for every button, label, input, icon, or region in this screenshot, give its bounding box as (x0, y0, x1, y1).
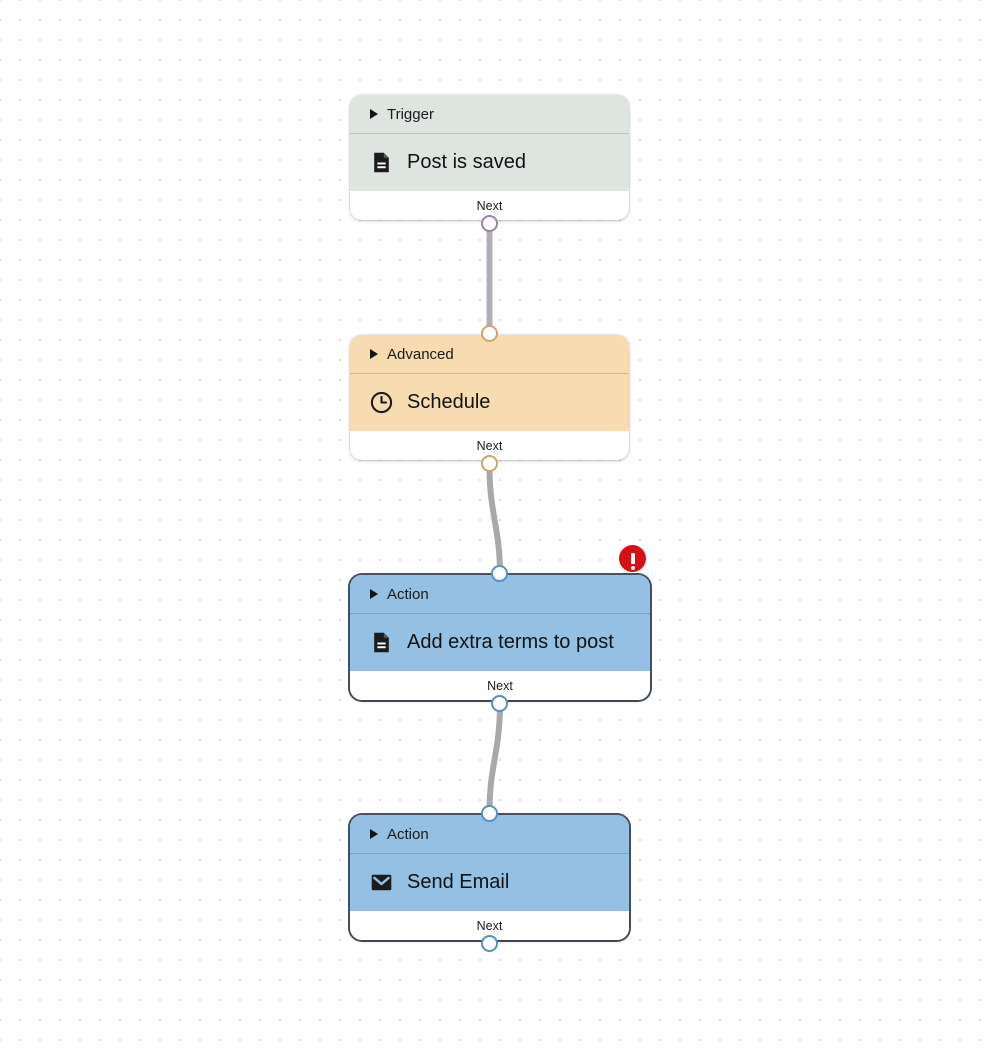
node-category-label: Advanced (387, 345, 454, 363)
node-body-advanced[interactable]: Schedule (350, 374, 629, 431)
node-header-trigger[interactable]: Trigger (350, 95, 629, 134)
output-port-action-email[interactable] (481, 935, 498, 952)
chevron-right-icon[interactable] (370, 349, 378, 359)
exclamation-mark (630, 552, 635, 570)
output-port-advanced[interactable] (481, 455, 498, 472)
document-icon (368, 630, 394, 656)
chevron-right-icon[interactable] (370, 589, 378, 599)
node-category-label: Action (387, 825, 429, 843)
clock-icon (368, 390, 394, 416)
node-footer-label: Next (476, 918, 503, 933)
input-port-action-email[interactable] (481, 805, 498, 822)
input-port-action-terms[interactable] (491, 565, 508, 582)
node-title: Post is saved (407, 151, 526, 173)
envelope-icon (368, 870, 394, 896)
connector-action-terms-to-action-email (486, 701, 503, 816)
workflow-node-advanced[interactable]: Advanced Schedule Next (350, 335, 629, 460)
node-title: Schedule (407, 391, 491, 413)
chevron-right-icon[interactable] (370, 829, 378, 839)
input-port-advanced[interactable] (481, 325, 498, 342)
node-body-action-email[interactable]: Send Email (350, 854, 629, 911)
node-category-label: Trigger (387, 105, 434, 123)
output-port-action-terms[interactable] (491, 695, 508, 712)
node-body-trigger[interactable]: Post is saved (350, 134, 629, 191)
node-footer-label: Next (476, 198, 503, 213)
node-title: Send Email (407, 871, 510, 893)
workflow-node-trigger[interactable]: Trigger Post is saved Next (350, 95, 629, 220)
error-icon[interactable] (619, 545, 646, 572)
node-footer-label: Next (476, 438, 503, 453)
chevron-right-icon[interactable] (370, 109, 378, 119)
output-port-trigger[interactable] (481, 215, 498, 232)
node-body-action-terms[interactable]: Add extra terms to post (350, 614, 650, 671)
connector-advanced-to-action-terms (486, 461, 503, 576)
node-category-label: Action (387, 585, 429, 603)
workflow-node-action-terms[interactable]: Action Add extra terms to post Next (350, 575, 650, 700)
workflow-node-action-email[interactable]: Action Send Email Next (350, 815, 629, 940)
node-footer-label: Next (487, 678, 513, 693)
node-title: Add extra terms to post (407, 631, 614, 653)
document-icon (368, 150, 394, 176)
